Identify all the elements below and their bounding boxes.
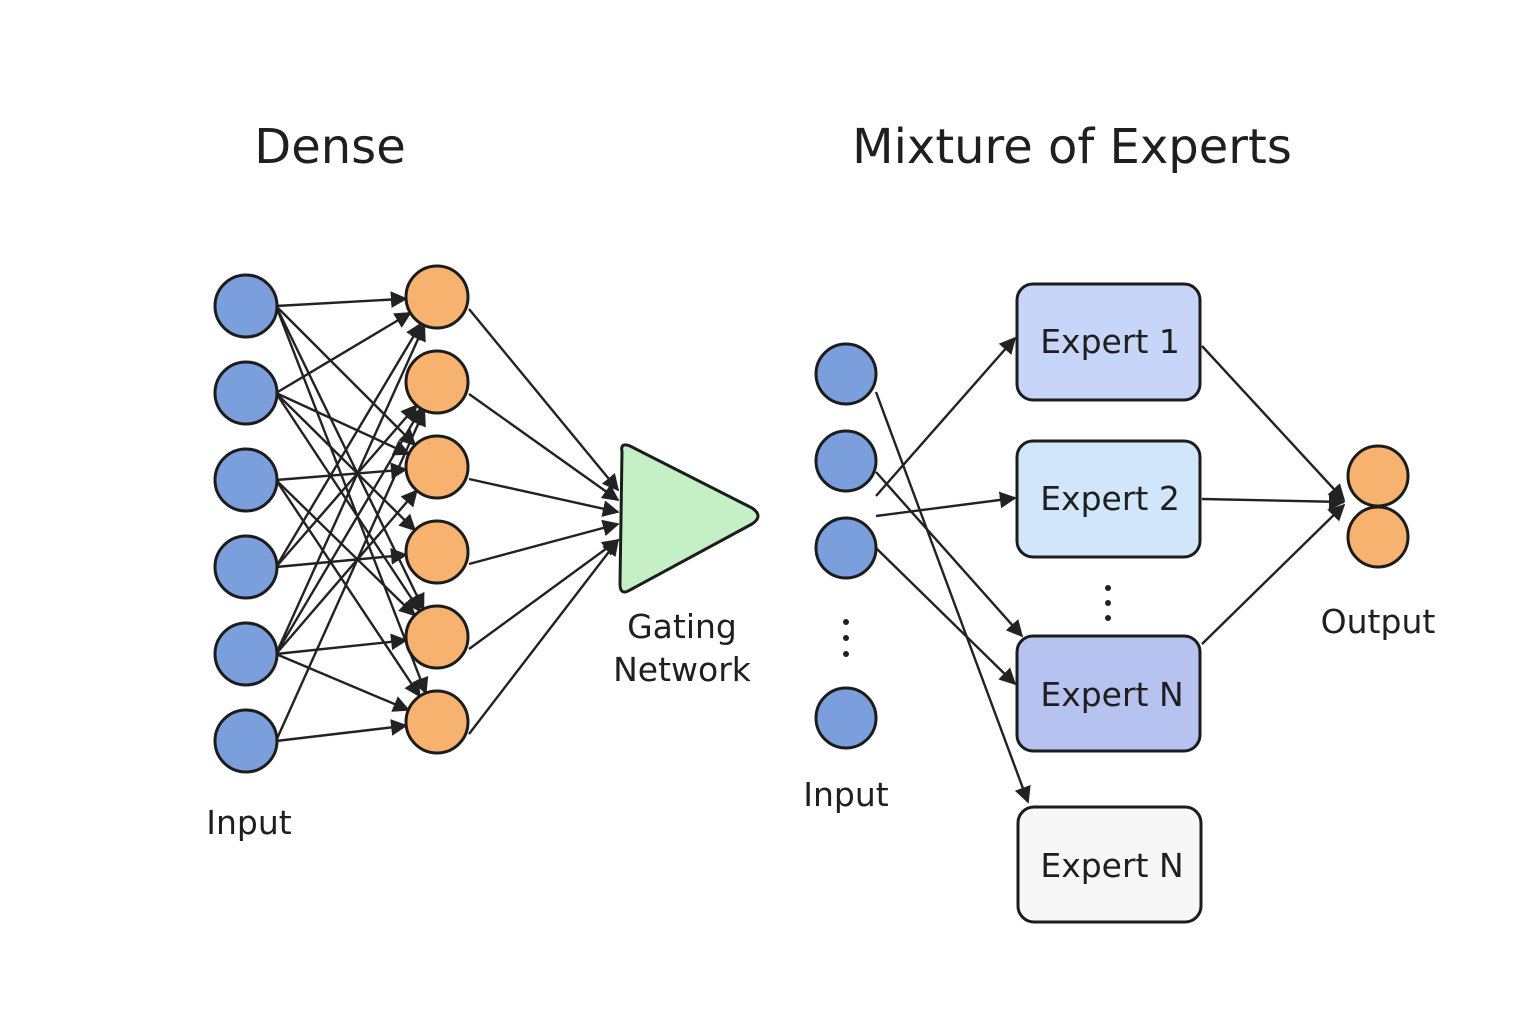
moe-input-node (814, 516, 878, 580)
dense-edge (275, 391, 411, 456)
dense-edge-to-gating (468, 519, 620, 566)
moe-edges (874, 336, 1346, 804)
edge-input-to-expertN-2 (875, 547, 1017, 686)
dense-edge-to-gating (468, 393, 620, 501)
expert-ellipsis (1105, 585, 1111, 621)
dense-hidden-node (404, 349, 470, 415)
gating-network-triangle (618, 443, 760, 594)
dense-hidden-node (404, 689, 470, 755)
dense-edge (275, 489, 418, 655)
dense-edge (275, 291, 408, 308)
dense-hidden-node (404, 604, 470, 670)
expert-2-label: Expert 2 (1040, 479, 1180, 518)
expert-n-label: Expert N (1040, 675, 1183, 714)
moe-input-label: Input (803, 775, 889, 814)
expert-box-2: Expert 2 (1015, 439, 1202, 559)
dense-input-node (213, 273, 279, 339)
dense-edges (274, 291, 620, 743)
gating-label-line2: Network (613, 650, 752, 689)
dense-edge (275, 719, 408, 743)
edge-input-to-expert2 (875, 491, 1017, 518)
dense-input-node (213, 621, 279, 687)
dense-edge (275, 305, 417, 447)
moe-output-layer (1346, 444, 1410, 569)
dense-hidden-layer (404, 264, 470, 755)
dense-edge (275, 311, 412, 395)
output-node (1346, 444, 1410, 508)
dense-edge (275, 392, 417, 532)
dense-edge (274, 305, 425, 611)
moe-input-node (814, 342, 878, 406)
dense-hidden-node (404, 519, 470, 585)
moe-input-node (814, 429, 878, 493)
output-node (1346, 505, 1410, 569)
dense-input-node (213, 534, 279, 600)
edge-input-to-expert1 (875, 336, 1017, 497)
dense-edge-to-gating (468, 538, 620, 735)
dense-edge (275, 479, 421, 698)
moe-title: Mixture of Experts (852, 119, 1292, 175)
moe-input-ellipsis (843, 619, 849, 657)
dense-input-node (213, 360, 279, 426)
dense-edge-to-gating (468, 477, 620, 517)
dense-edge (275, 404, 418, 568)
edge-expert2-to-output (1201, 493, 1346, 511)
dense-edge (274, 407, 423, 655)
expert-box-n-inactive: Expert N (1016, 805, 1203, 924)
edge-input-to-expertN (875, 471, 1024, 638)
dense-input-layer (213, 273, 279, 774)
dense-input-node (213, 708, 279, 774)
dense-edge (275, 479, 417, 617)
dense-edge (274, 322, 423, 568)
gating-label-line1: Gating (627, 607, 737, 646)
dense-edge-to-gating (468, 308, 620, 492)
moe-input-layer (814, 342, 878, 750)
expert-1-label: Expert 1 (1040, 322, 1180, 361)
dense-edge (274, 305, 429, 695)
expert-box-n: Expert N (1015, 634, 1202, 753)
dense-edge (274, 392, 421, 613)
dense-input-node (213, 447, 279, 513)
moe-output-label: Output (1321, 602, 1436, 641)
edge-expertN-to-output (1201, 503, 1346, 645)
moe-input-node (814, 686, 878, 750)
dense-edge (275, 547, 408, 569)
expert-box-1: Expert 1 (1015, 282, 1202, 402)
dense-hidden-node (404, 264, 470, 330)
dense-hidden-node (404, 434, 470, 500)
dense-edge-to-gating (468, 539, 620, 650)
expert-n-inactive-label: Expert N (1040, 846, 1183, 885)
edge-input-to-expertN-3 (874, 391, 1031, 804)
edge-expert1-to-output (1201, 345, 1346, 502)
dense-title: Dense (254, 119, 405, 175)
dense-input-label: Input (206, 803, 292, 842)
dense-edge (275, 652, 410, 712)
dense-edge (275, 633, 408, 656)
dense-edge (274, 323, 426, 655)
dense-edge (274, 408, 426, 742)
